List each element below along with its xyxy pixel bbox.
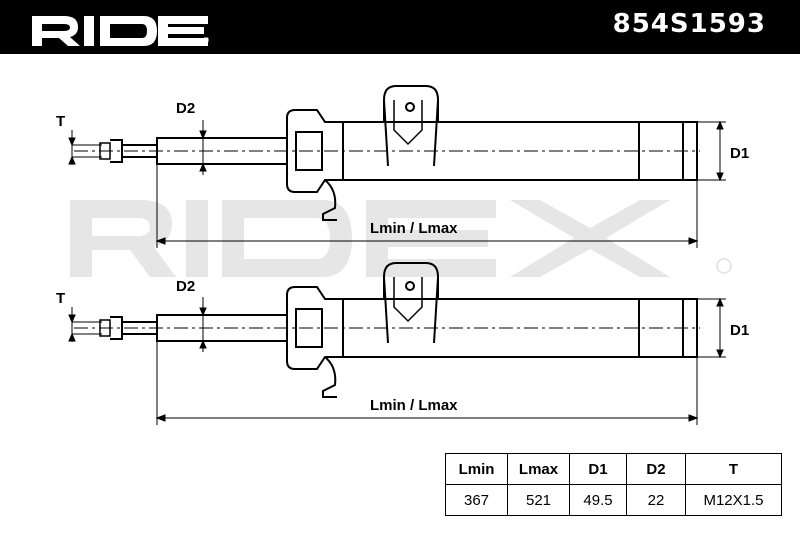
- specs-value-d2: 22: [626, 484, 686, 516]
- dimensions-bottom: [68, 297, 726, 425]
- label-body-diameter-top: D1: [730, 145, 749, 162]
- label-thread-bottom: T: [56, 290, 65, 307]
- label-length-bottom: Lmin / Lmax: [370, 397, 458, 414]
- header-bar: ® 854S1593: [0, 0, 800, 54]
- specs-header-row: Lmin Lmax D1 D2 T: [445, 453, 782, 485]
- specs-header-d1: D1: [569, 453, 627, 485]
- specs-value-lmax: 521: [507, 484, 570, 516]
- specs-header-lmax: Lmax: [507, 453, 570, 485]
- specs-table: Lmin Lmax D1 D2 T 367 521 49.5 22 M12X1.…: [445, 453, 782, 516]
- specs-value-row: 367 521 49.5 22 M12X1.5: [445, 484, 782, 516]
- specs-header-t: T: [685, 453, 782, 485]
- label-rod-diameter-bottom: D2: [176, 278, 195, 295]
- part-number: 854S1593: [612, 9, 766, 39]
- label-rod-diameter-top: D2: [176, 100, 195, 117]
- shock-absorber-top: [74, 85, 700, 221]
- specs-header-lmin: Lmin: [445, 453, 508, 485]
- specs-header-d2: D2: [626, 453, 686, 485]
- label-thread-top: T: [56, 113, 65, 130]
- watermark-logo: [70, 200, 732, 277]
- label-body-diameter-bottom: D1: [730, 322, 749, 339]
- shock-absorber-bottom: [74, 262, 700, 398]
- specs-value-t: M12X1.5: [685, 484, 782, 516]
- specs-value-d1: 49.5: [569, 484, 627, 516]
- ridex-logo: ®: [32, 16, 210, 46]
- specs-value-lmin: 367: [445, 484, 508, 516]
- registered-mark: ®: [202, 36, 210, 45]
- dimensions-top: [68, 120, 726, 248]
- label-length-top: Lmin / Lmax: [370, 220, 458, 237]
